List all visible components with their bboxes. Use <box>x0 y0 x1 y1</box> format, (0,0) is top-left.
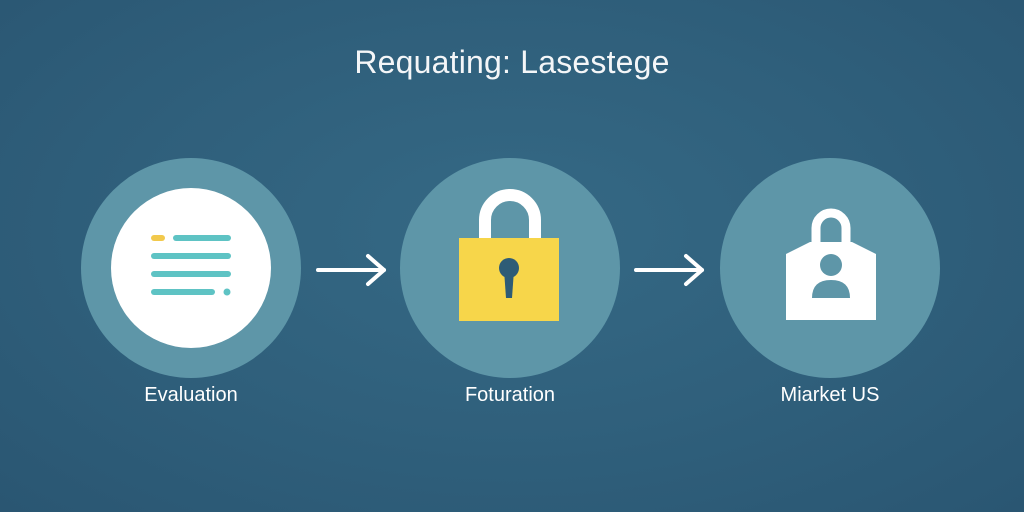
step-label: Miarket US <box>780 384 880 406</box>
step-market-us: Miarket US <box>720 158 940 418</box>
step-foturation: Foturation <box>400 158 620 418</box>
arrow-right-icon <box>634 254 704 286</box>
document-list-icon <box>111 188 271 348</box>
step-evaluation: Evaluation <box>81 158 301 418</box>
arrow-right-icon <box>316 254 386 286</box>
padlock-icon <box>459 189 559 321</box>
diagram-title: Requating: Lasestege <box>354 44 670 80</box>
step-label: Foturation <box>464 384 556 406</box>
step-label: Evaluation <box>144 384 238 406</box>
user-lock-icon <box>786 208 876 320</box>
